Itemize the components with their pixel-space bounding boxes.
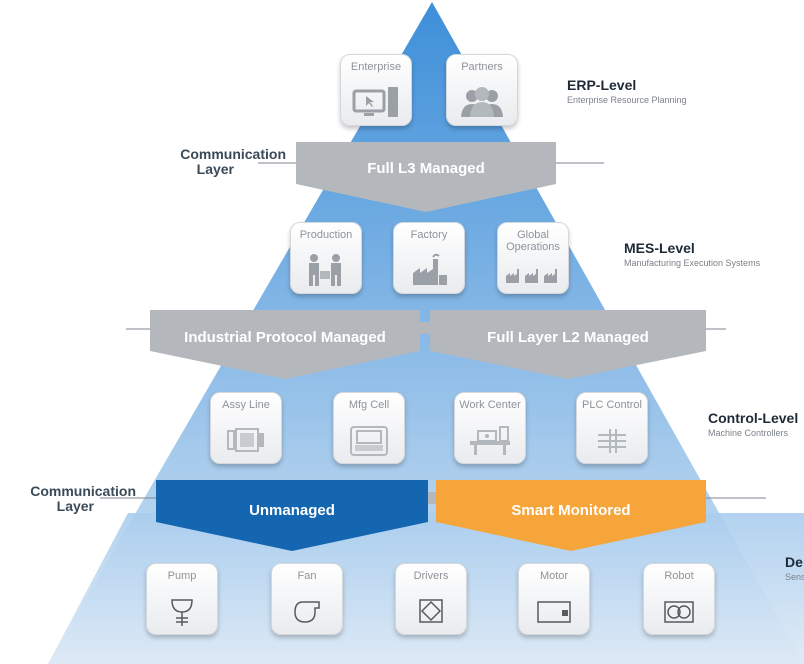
workers-icon: [291, 253, 361, 287]
tile-label: Production: [299, 229, 353, 241]
comm-line2: Layer: [56, 498, 94, 514]
tile-label: Pump: [167, 570, 197, 582]
robot-icon: [644, 594, 714, 628]
tile-enterprise[interactable]: Enterprise: [340, 54, 412, 126]
comm-line1: Communication: [30, 483, 136, 499]
tile-label: Factory: [410, 229, 448, 241]
tile-production[interactable]: Production: [290, 222, 362, 294]
tile-label: Mfg Cell: [348, 399, 390, 411]
tile-label: PLC Control: [582, 399, 642, 411]
tile-label: Motor: [539, 570, 569, 582]
tile-label: Robot: [664, 570, 694, 582]
band-full-layer-l2: [430, 310, 706, 379]
control-level-title: Control-Level: [708, 410, 799, 426]
tile-factory[interactable]: Factory: [393, 222, 465, 294]
plc-icon: [577, 423, 647, 457]
tile-label: Work Center: [459, 399, 521, 411]
device-level-subtitle: Sens: [785, 572, 804, 582]
label-full-l3-managed: Full L3 Managed: [367, 160, 485, 177]
pump-icon: [147, 594, 217, 628]
tile-assy-line[interactable]: Assy Line: [210, 392, 282, 464]
mes-level-subtitle: Manufacturing Execution Systems: [624, 258, 761, 268]
band-connector-bottom: [428, 492, 436, 504]
motor-icon: [519, 594, 589, 628]
label-unmanaged: Unmanaged: [249, 502, 335, 519]
tile-work-center[interactable]: Work Center: [454, 392, 526, 464]
comm-line2: Layer: [196, 161, 234, 177]
erp-level-title: ERP-Level: [567, 77, 637, 93]
computer-icon: [341, 85, 411, 119]
device-level-title: De: [785, 554, 803, 570]
factory-icon: [394, 253, 464, 287]
label-full-layer-l2: Full Layer L2 Managed: [487, 329, 649, 346]
tile-mfg-cell[interactable]: Mfg Cell: [333, 392, 405, 464]
people-icon: [447, 85, 517, 119]
tile-label: Fan: [297, 570, 317, 582]
control-level-subtitle: Machine Controllers: [708, 428, 789, 438]
tile-label: Partners: [461, 61, 503, 73]
tile-label: Assy Line: [222, 399, 270, 411]
band-smart-monitored: [436, 480, 706, 551]
tile-label: Drivers: [413, 570, 449, 582]
communication-layer-bottom: Communication Layer: [0, 484, 136, 514]
machine-icon: [334, 423, 404, 457]
communication-layer-top: Communication Layer: [150, 147, 286, 177]
band-unmanaged: [156, 480, 428, 551]
fan-icon: [272, 594, 342, 628]
tile-drivers[interactable]: Drivers: [395, 563, 467, 635]
tile-plc-control[interactable]: PLC Control: [576, 392, 648, 464]
band-full-l3-managed: [296, 142, 556, 212]
workbench-icon: [455, 423, 525, 457]
factories-icon: [498, 253, 568, 287]
tile-robot[interactable]: Robot: [643, 563, 715, 635]
tile-label: Global Operations: [506, 229, 560, 253]
erp-level-subtitle: Enterprise Resource Planning: [567, 95, 687, 105]
drivers-icon: [396, 594, 466, 628]
mes-level-title: MES-Level: [624, 240, 695, 256]
comm-line1: Communication: [180, 146, 286, 162]
tile-partners[interactable]: Partners: [446, 54, 518, 126]
tile-global-operations[interactable]: Global Operations: [497, 222, 569, 294]
label-smart-monitored: Smart Monitored: [511, 502, 631, 519]
tile-pump[interactable]: Pump: [146, 563, 218, 635]
tile-fan[interactable]: Fan: [271, 563, 343, 635]
band-industrial-protocol: [150, 310, 420, 379]
tile-label: Enterprise: [350, 61, 402, 73]
label-industrial-protocol: Industrial Protocol Managed: [184, 329, 386, 346]
band-connector: [420, 322, 430, 334]
tile-motor[interactable]: Motor: [518, 563, 590, 635]
assembly-line-icon: [211, 423, 281, 457]
